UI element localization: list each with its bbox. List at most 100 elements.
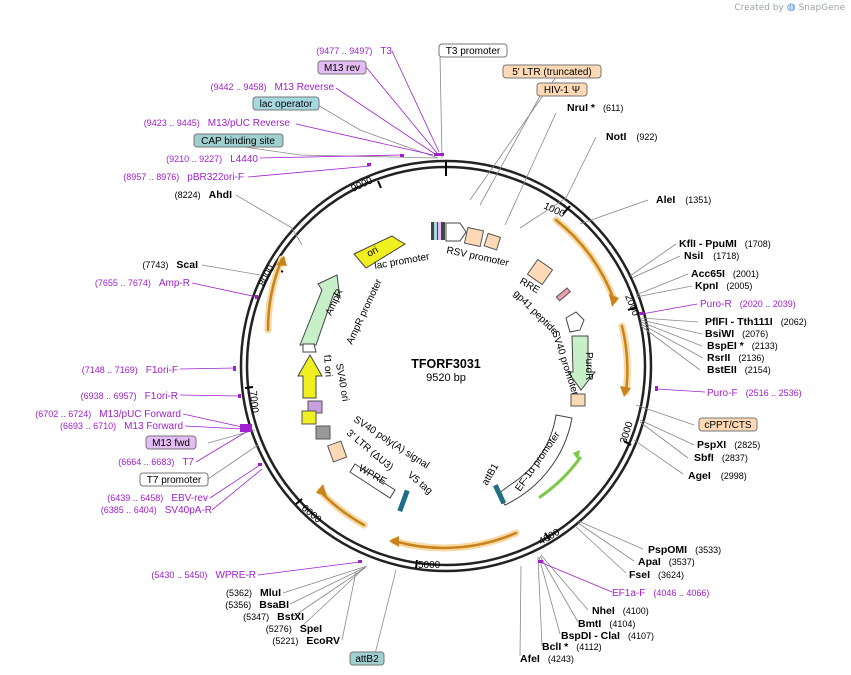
attb2-box-label: attB2 — [355, 654, 379, 665]
left-labels: (9477 .. 9497)T3 (9442 .. 9458)M13 Rever… — [35, 46, 392, 647]
primer-sv40pa-r: (6385 .. 6404)SV40pA-R — [101, 505, 212, 516]
cppt-glyph — [570, 393, 586, 407]
hiv-psi-glyph — [483, 232, 502, 251]
ampr-arrow — [299, 274, 341, 346]
site-sbfi: SbfI(2837) — [694, 452, 748, 464]
site-ahdi: (8224)AhdI — [175, 189, 232, 201]
cap-site-box-label: CAP binding site — [201, 136, 275, 147]
inner-features — [297, 222, 597, 513]
t7-promoter-box — [139, 472, 209, 487]
m13-fwd-glyph — [301, 410, 317, 425]
site-pspomi: PspOMI(3533) — [648, 544, 721, 556]
primer-puro-f: Puro-F(2516 .. 2536) — [707, 388, 802, 399]
cppt-box-label: cPPT/CTS — [704, 420, 752, 431]
primer-ef1a-f: EF1a-F(4046 .. 4066) — [612, 588, 709, 599]
boxed-labels: T3 promoter M13 rev 5' LTR (truncated) H… — [139, 43, 758, 666]
plasmid-length: 9520 bp — [426, 372, 466, 384]
site-acc65i: Acc65I(2001) — [691, 268, 759, 280]
credit-prefix: Created by — [734, 2, 784, 13]
hiv-psi-box-label: HIV-1 Ψ — [544, 85, 580, 96]
site-bcli: BclI *(4112) — [542, 641, 602, 653]
primer-marks — [233, 153, 658, 563]
primer-amp-r: (7655 .. 7674)Amp-R — [95, 278, 190, 289]
m13-rev-box-label: M13 rev — [324, 63, 360, 74]
primer-pbr322ori-f: (8957 .. 8976)pBR322ori-F — [123, 172, 244, 183]
site-agei: AgeI(2998) — [688, 470, 747, 482]
m13-fwd-box-label: M13 fwd — [152, 438, 190, 449]
f1-ori-arrow — [297, 353, 323, 399]
label-f1-ori: f1 ori — [321, 354, 334, 377]
puror-arrow — [567, 335, 597, 391]
credit-brand: SnapGene — [798, 2, 845, 13]
attb2-box — [349, 651, 385, 666]
attb1-glyph — [493, 484, 507, 505]
site-pspxi: PspXI(2825) — [697, 439, 760, 451]
site-nrui: NruI *(611) — [567, 102, 623, 114]
primer-f1ori-f: (7148 .. 7169)F1ori-F — [82, 365, 178, 376]
label-ori: ori — [365, 245, 380, 260]
primer-wpre-r: (5430 .. 5450)WPRE-R — [151, 570, 256, 581]
orf-arrowheads — [276, 256, 631, 547]
site-bsteii: BstEII(2154) — [707, 364, 771, 376]
lac-promoter-arrow — [445, 222, 467, 242]
backbone-outer — [239, 159, 653, 573]
site-scai: (7743)ScaI — [142, 259, 198, 271]
site-noti: NotI(922) — [606, 131, 657, 143]
site-rsrii: RsrII(2136) — [707, 352, 764, 364]
tick-label-9000: 9000 — [350, 175, 375, 195]
right-restriction-sites: NruI *(611) NotI(922) AleI(1351) KflI - … — [520, 102, 807, 665]
label-sv40-ori: SV40 ori — [333, 363, 350, 403]
site-fsei: FseI(3624) — [629, 569, 684, 581]
primer-m13-puc-forward: (6702 .. 6724)M13/pUC Forward — [35, 409, 181, 420]
t3-promoter-box — [438, 43, 508, 58]
tick-marks — [244, 162, 637, 569]
site-nhei: NheI(4100) — [592, 605, 649, 617]
primer-ebv-rev: (6439 .. 6458)EBV-rev — [107, 493, 208, 504]
label-ampr-promoter: AmpR promoter — [345, 277, 385, 346]
site-bspdi-clai: BspDI - ClaI(4107) — [561, 630, 654, 642]
site-bsabi: (5356)BsaBI — [225, 599, 289, 611]
plasmid-name: TFORF3031 — [411, 357, 481, 371]
site-kpni: KpnI(2005) — [695, 280, 752, 292]
snapgene-logo-icon: ◍ — [786, 2, 796, 13]
primer-t7: (6664 .. 6683)T7 — [118, 457, 194, 468]
label-rsv-promoter: RSV promoter — [445, 245, 510, 269]
site-ecorv: (5221)EcoRV — [272, 635, 340, 647]
site-bstxi: (5347)BstXI — [243, 611, 304, 623]
leader-lines — [195, 55, 704, 657]
site-pflfi-tth111i: PflFI - Tth111I(2062) — [705, 316, 807, 328]
gp41-glyph — [555, 287, 571, 302]
primer-m13-puc-reverse: (9423 .. 9445)M13/pUC Reverse — [144, 118, 291, 129]
primer-m13-forward: (6693 .. 6710)M13 Forward — [60, 421, 183, 432]
site-apai: ApaI(3537) — [638, 556, 695, 568]
tick-label-5000: 5000 — [418, 560, 441, 571]
ltr5-box-label: 5' LTR (truncated) — [512, 67, 592, 78]
label-v5-tag: V5 tag — [405, 470, 434, 497]
site-mlui: (5362)MluI — [226, 587, 281, 599]
sv40-promoter-arrow — [565, 311, 585, 333]
rre-glyph — [526, 258, 554, 286]
t3-promoter-box-label: T3 promoter — [446, 46, 501, 57]
hiv-psi-box — [536, 82, 588, 97]
tick-label-7000: 7000 — [247, 390, 260, 414]
ori-arrow — [353, 235, 406, 269]
ltr3-glyph — [327, 440, 348, 463]
primer-t3: (9477 .. 9497)T3 — [316, 46, 392, 57]
site-alei: AleI(1351) — [656, 194, 711, 206]
primer-l4440: (9210 .. 9227)L4440 — [166, 154, 258, 165]
site-bsiwi: BsiWI(2076) — [705, 328, 768, 340]
lac-operator-box-label: lac operator — [260, 99, 313, 110]
site-afei: AfeI(4243) — [520, 653, 574, 665]
site-kfli-ppumi: KflI - PpuMI(1708) — [679, 238, 771, 250]
tick-label-6000: 6000 — [299, 503, 323, 526]
label-attb1: attB1 — [480, 461, 501, 487]
primer-f1ori-r: (6938 .. 6957)F1ori-R — [81, 391, 178, 402]
label-puror: PuroR — [583, 352, 594, 380]
m13-rev-box — [317, 60, 367, 75]
ltr5-glyph — [463, 226, 485, 248]
t7-promoter-box-label: T7 promoter — [147, 475, 202, 486]
snapgene-credit: Created by ◍ SnapGene — [734, 2, 845, 13]
sv40-polya-glyph — [315, 425, 331, 440]
wpre-arrow — [349, 463, 396, 499]
lac-operator-box — [252, 96, 320, 111]
